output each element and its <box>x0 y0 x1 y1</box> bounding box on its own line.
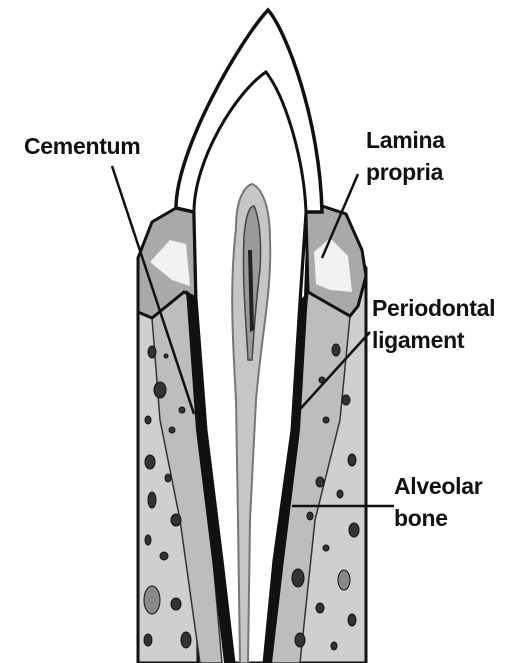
label-alveolar-bone: Alveolar bone <box>394 470 482 534</box>
label-periodontal-ligament-line2: ligament <box>372 324 495 356</box>
label-lamina-propria: Lamina propria <box>366 124 445 188</box>
label-periodontal-ligament: Periodontal ligament <box>372 292 495 356</box>
label-lamina-propria-line2: propria <box>366 156 445 188</box>
label-periodontal-ligament-line1: Periodontal <box>372 292 495 324</box>
label-lamina-propria-line1: Lamina <box>366 124 445 156</box>
label-alveolar-bone-line2: bone <box>394 502 482 534</box>
label-cementum: Cementum <box>24 130 140 162</box>
label-alveolar-bone-line1: Alveolar <box>394 470 482 502</box>
label-cementum-text: Cementum <box>24 130 140 162</box>
